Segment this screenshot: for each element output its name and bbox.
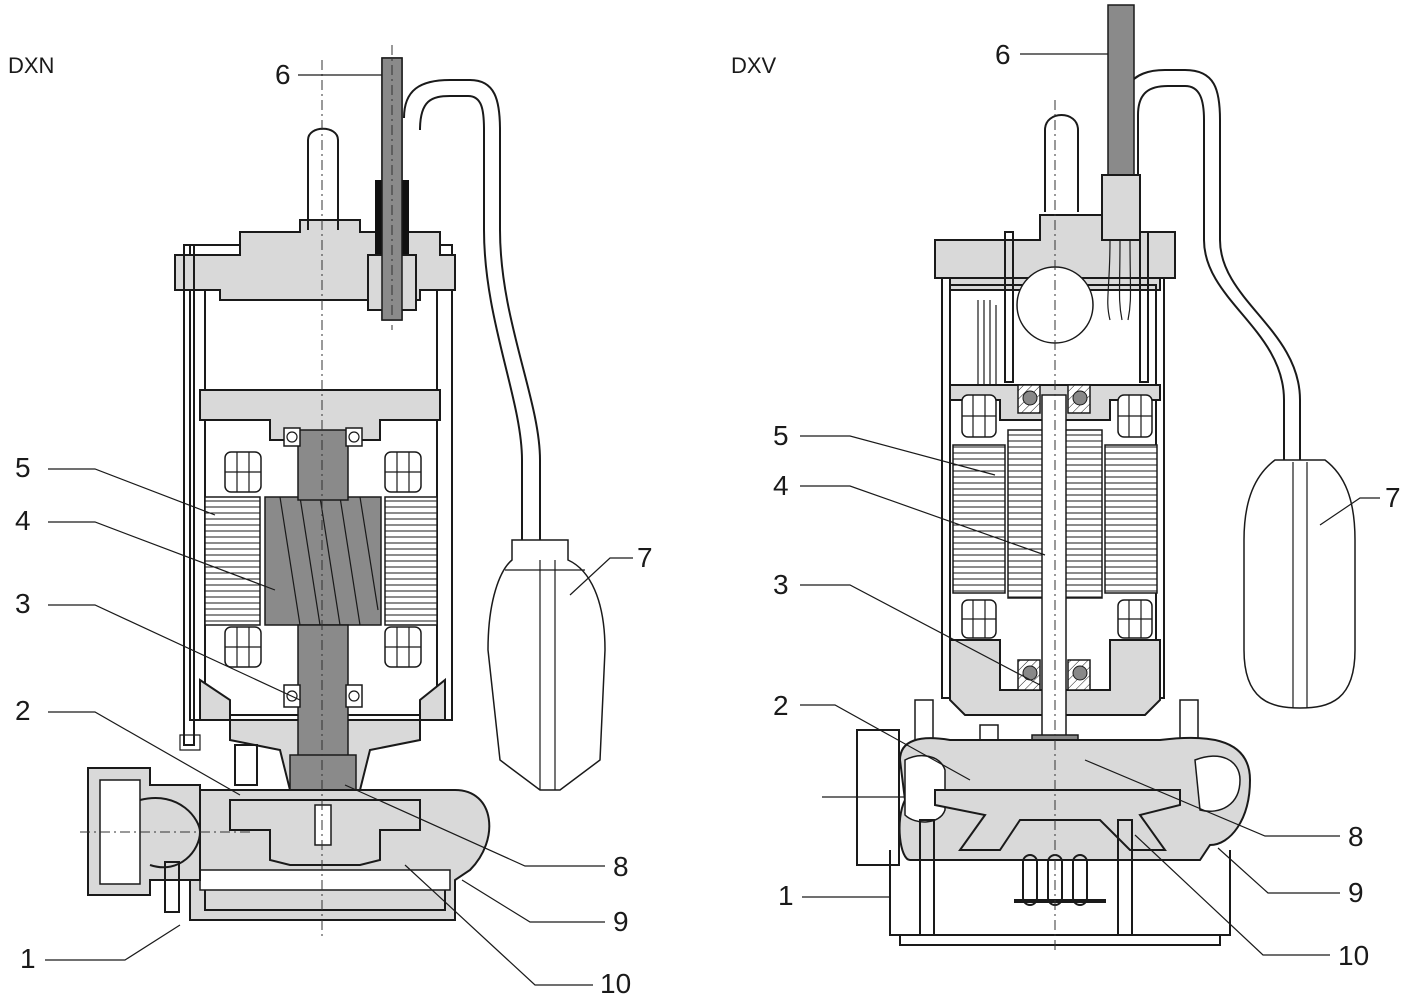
dxn-stator-right xyxy=(384,496,438,626)
dxn-stator-left xyxy=(204,496,261,626)
dxv-base-strainer xyxy=(889,850,1231,936)
dxn-float-cable xyxy=(403,79,541,540)
dxn-callout-9: 9 xyxy=(613,906,629,937)
dxv-stator-right xyxy=(1104,444,1158,594)
dxv-title: DXV xyxy=(731,53,777,78)
dxn-float-switch xyxy=(487,539,606,791)
dxn-callout-4: 4 xyxy=(15,505,31,536)
dxv-callout-1: 1 xyxy=(778,880,794,911)
dxv-power-cable xyxy=(1107,4,1135,181)
dxn-callout-10: 10 xyxy=(600,968,631,999)
dxn-callout-5: 5 xyxy=(15,452,31,483)
dxn-callout-3: 3 xyxy=(15,588,31,619)
dxn-callout-6: 6 xyxy=(275,59,291,90)
dxv-callout-3: 3 xyxy=(773,569,789,600)
dxv-callout-9: 9 xyxy=(1348,877,1364,908)
dxn-pump: DXN xyxy=(8,45,653,999)
dxv-callout-4: 4 xyxy=(773,470,789,501)
dxn-shaft-upper xyxy=(297,429,349,501)
dxv-callout-6: 6 xyxy=(995,39,1011,70)
dxv-stator-left xyxy=(952,444,1006,594)
dxn-callout-8: 8 xyxy=(613,851,629,882)
dxv-float-switch xyxy=(1243,459,1356,709)
dxv-callouts: 1 2 3 4 5 6 7 8 9 10 xyxy=(773,39,1401,971)
dxn-mechanical-seal xyxy=(289,754,357,796)
dxv-callout-2: 2 xyxy=(773,690,789,721)
dxv-pump: DXV xyxy=(731,4,1401,971)
dxv-float-cable xyxy=(1121,69,1301,460)
dxn-callouts: 1 2 3 4 5 6 7 8 9 10 xyxy=(15,59,653,999)
dxn-title: DXN xyxy=(8,53,54,78)
dxv-callout-10: 10 xyxy=(1338,940,1369,971)
dxv-callout-8: 8 xyxy=(1348,821,1364,852)
dxn-callout-7: 7 xyxy=(637,542,653,573)
dxn-callout-1: 1 xyxy=(20,943,36,974)
dxv-callout-5: 5 xyxy=(773,420,789,451)
dxn-callout-2: 2 xyxy=(15,695,31,726)
dxv-callout-7: 7 xyxy=(1385,482,1401,513)
